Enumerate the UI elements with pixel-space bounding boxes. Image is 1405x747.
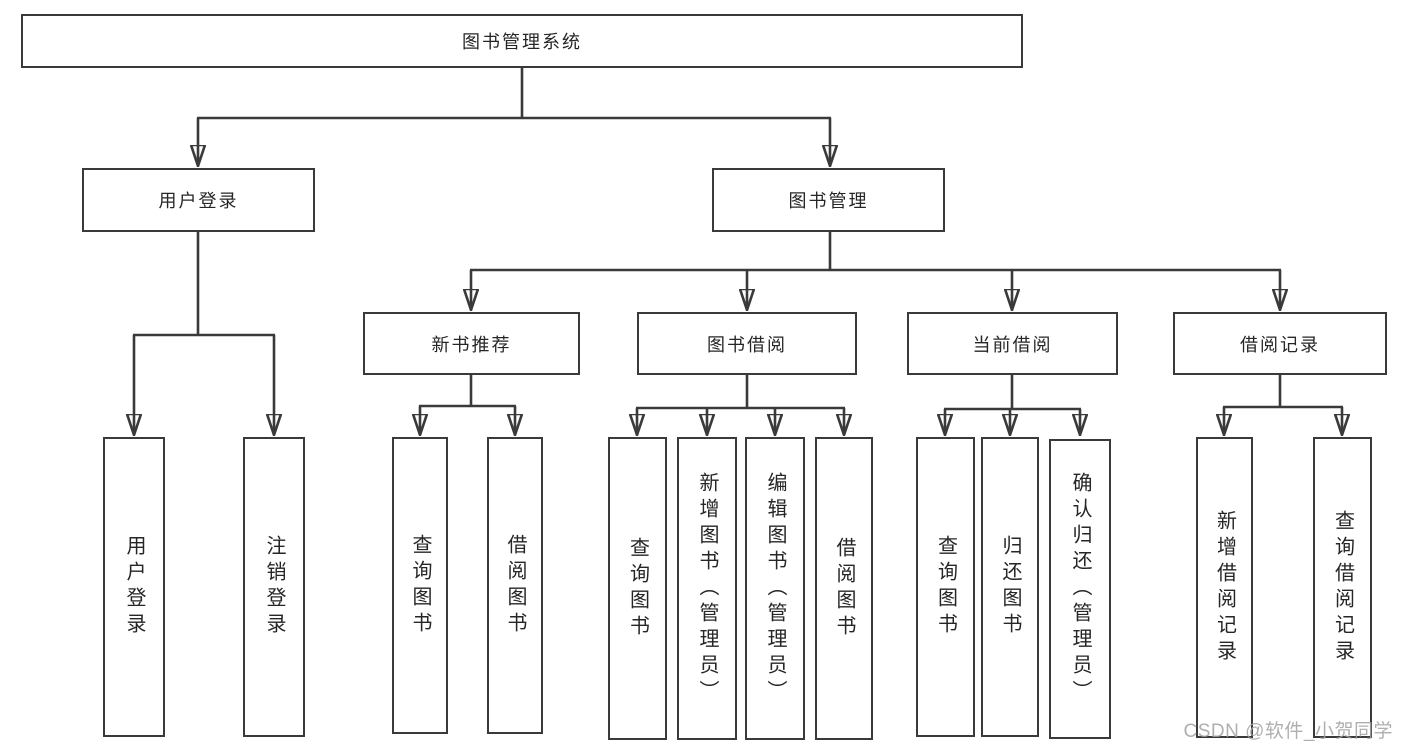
leaf-query-books-3: 查询图书 <box>916 437 975 737</box>
node-book-management: 图书管理 <box>712 168 945 232</box>
leaf-query-books-2: 查询图书 <box>608 437 667 740</box>
leaf-logout: 注销登录 <box>243 437 305 737</box>
leaf-query-books-1: 查询图书 <box>392 437 448 734</box>
connector-book-management-children <box>470 231 1281 310</box>
leaf-borrow-books-2: 借阅图书 <box>815 437 873 740</box>
connector-root-to-level2 <box>197 67 831 166</box>
leaf-edit-book-admin: 编辑图书（管理员） <box>745 437 805 740</box>
connector-current-borrow-children <box>944 374 1081 435</box>
node-book-borrow: 图书借阅 <box>637 312 857 375</box>
node-current-borrow: 当前借阅 <box>907 312 1118 375</box>
leaf-confirm-return-admin: 确认归还（管理员） <box>1049 439 1111 739</box>
connector-new-book-children <box>419 374 516 435</box>
node-new-book-recommend: 新书推荐 <box>363 312 580 375</box>
leaf-add-book-admin: 新增图书（管理员） <box>677 437 737 740</box>
leaf-query-borrow-record: 查询借阅记录 <box>1313 437 1372 738</box>
node-system-root: 图书管理系统 <box>21 14 1023 68</box>
leaf-borrow-books-1: 借阅图书 <box>487 437 543 734</box>
leaf-add-borrow-record: 新增借阅记录 <box>1196 437 1253 738</box>
node-borrow-records: 借阅记录 <box>1173 312 1387 375</box>
csdn-watermark: CSDN @软件_小贺同学 <box>1183 721 1393 742</box>
connector-borrow-records-children <box>1223 374 1343 435</box>
leaf-user-login: 用户登录 <box>103 437 165 737</box>
connector-book-borrow-children <box>636 374 845 435</box>
connector-user-login-children <box>133 231 275 435</box>
node-user-login: 用户登录 <box>82 168 315 232</box>
leaf-return-books: 归还图书 <box>981 437 1039 737</box>
